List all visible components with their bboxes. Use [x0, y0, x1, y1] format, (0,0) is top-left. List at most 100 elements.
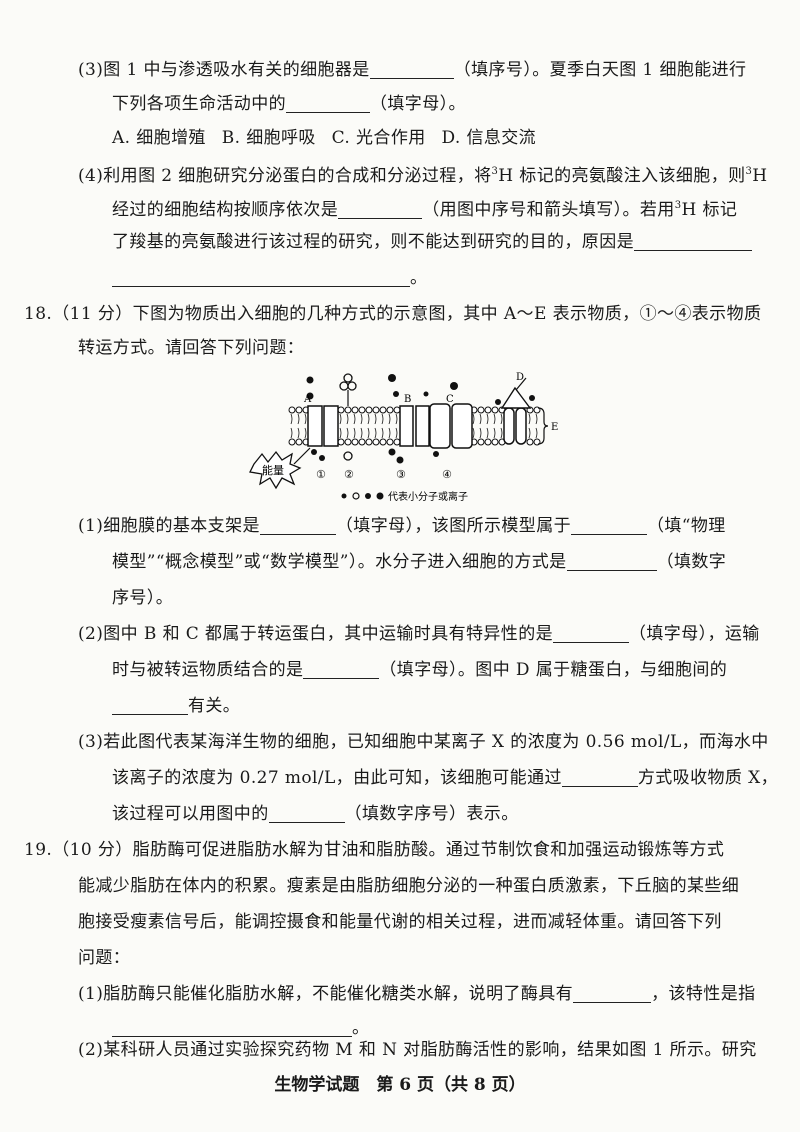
phospholipid-head — [484, 406, 492, 414]
q19-stem-line4: 问题： — [78, 948, 131, 968]
phospholipid-tail — [381, 427, 384, 439]
answer-blank[interactable] — [566, 552, 657, 571]
answer-blank[interactable] — [112, 268, 410, 287]
phospholipid-head — [484, 438, 492, 446]
phospholipid-tail — [346, 427, 349, 439]
glycoprotein-line — [515, 377, 527, 391]
phospholipid-tail — [493, 427, 496, 439]
way-label-3: ③ — [396, 468, 406, 481]
molecule-dot — [433, 451, 439, 457]
channel-protein-b — [399, 405, 414, 447]
phospholipid-tail — [535, 413, 538, 425]
protein-a — [307, 405, 323, 447]
phospholipid-head — [526, 438, 534, 446]
molecule-dot — [393, 391, 399, 397]
energy-arrow — [293, 447, 311, 465]
label-c: C — [446, 394, 454, 405]
phospholipid-head — [372, 406, 380, 414]
answer-blank[interactable] — [369, 60, 454, 79]
energy-label: 能量 — [262, 463, 284, 477]
q19-part1-line2: 。 — [112, 1016, 369, 1040]
membrane-transport-diagram: 能量 A B C D E ① ② ③ ④ 代表小分子或离子 — [249, 372, 558, 503]
page-footer: 生物学试题 第 6 页（共 8 页） — [274, 1075, 526, 1095]
molecule-dot — [388, 374, 396, 382]
answer-blank[interactable] — [561, 768, 638, 787]
answer-blank[interactable] — [553, 624, 629, 643]
phospholipid-head — [477, 438, 485, 446]
q18-part1-line3: 序号）。 — [112, 588, 174, 608]
carrier-protein-c — [429, 403, 451, 449]
q18-part2-line1: (2)图中 B 和 C 都属于转运蛋白，其中运输时具有特异性的是（填字母），运输 — [78, 624, 760, 644]
q18-part1-line2: 模型”“概念模型”或“数学模型”）。水分子进入细胞的方式是（填数字 — [112, 552, 727, 572]
q19-part2-line1: (2)某科研人员通过实验探究药物 M 和 N 对脂肪酶活性的影响，结果如图 1 … — [78, 1040, 757, 1060]
phospholipid-tail — [535, 427, 538, 439]
phospholipid-tail — [528, 413, 531, 425]
q18-part2-line3: 有关。 — [112, 694, 240, 718]
phospholipid-head — [337, 406, 345, 414]
molecule-dot — [388, 448, 396, 456]
answer-blank[interactable] — [573, 984, 652, 1003]
q17-part4-line1: (4)利用图 2 细胞研究分泌蛋白的合成和分泌过程，将3H 标记的亮氨酸注入该细… — [78, 166, 768, 186]
molecule-dot — [311, 449, 317, 455]
choice-c: C. 光合作用 — [331, 128, 426, 148]
answer-blank[interactable] — [112, 1018, 352, 1037]
legend-dot — [341, 493, 347, 499]
phospholipid-head — [351, 406, 359, 414]
phospholipid-tail — [472, 427, 475, 439]
phospholipid-head — [344, 438, 352, 446]
phospholipid-tail — [297, 413, 300, 425]
q19-stem-line2: 能减少脂肪在体内的积累。瘦素是由脂肪细胞分泌的一种蛋白质激素，下丘脑的某些细 — [78, 876, 740, 896]
phospholipid-head — [295, 406, 303, 414]
legend-dot — [376, 492, 384, 500]
phospholipid-tail — [353, 427, 356, 439]
phospholipid-tail — [486, 413, 489, 425]
phospholipid-tail — [395, 427, 398, 439]
answer-blank[interactable] — [259, 516, 336, 535]
phospholipid-head — [295, 438, 303, 446]
phospholipid-tail — [367, 413, 370, 425]
answer-blank[interactable] — [112, 696, 188, 715]
molecule-dot — [450, 382, 458, 390]
phospholipid-head — [393, 406, 401, 414]
answer-blank[interactable] — [268, 804, 345, 823]
phospholipid-tail — [395, 413, 398, 425]
phospholipid-tail — [486, 427, 489, 439]
phospholipid-tail — [346, 413, 349, 425]
phospholipid-tail — [528, 427, 531, 439]
phospholipid-tail — [500, 413, 503, 425]
legend-dot — [365, 493, 371, 499]
channel-protein-b — [415, 405, 430, 447]
phospholipid-tail — [360, 413, 363, 425]
molecule-dot — [306, 392, 314, 400]
phospholipid-tail — [339, 427, 342, 439]
phospholipid-tail — [388, 427, 391, 439]
label-b: B — [404, 394, 411, 405]
phospholipid-tail — [493, 413, 496, 425]
way-label-2: ② — [344, 468, 354, 481]
phospholipid-head — [358, 406, 366, 414]
phospholipid-tail — [290, 413, 293, 425]
way-label-4: ④ — [442, 468, 452, 481]
q17-part3-line2: 下列各项生命活动中的（填字母）。 — [112, 94, 466, 114]
molecule-open — [343, 451, 353, 461]
q18-part2-line2: 时与被转运物质结合的是（填字母）。图中 D 属于糖蛋白，与细胞间的 — [112, 660, 728, 680]
phospholipid-head — [288, 406, 296, 414]
answer-blank[interactable] — [286, 94, 370, 113]
phospholipid-tail — [360, 427, 363, 439]
answer-blank[interactable] — [338, 200, 423, 219]
q19-part1-line1: (1)脂肪酶只能催化脂肪水解，不能催化糖类水解，说明了酶具有，该特性是指 — [78, 984, 756, 1004]
phospholipid-head — [365, 438, 373, 446]
phospholipid-head — [491, 406, 499, 414]
protein — [515, 407, 527, 445]
label-d: D — [516, 372, 524, 383]
phospholipid-tail — [472, 413, 475, 425]
phospholipid-bilayer — [288, 406, 541, 446]
answer-blank[interactable] — [634, 232, 752, 251]
choice-a: A. 细胞增殖 — [112, 128, 206, 148]
answer-blank[interactable] — [571, 516, 647, 535]
phospholipid-tail — [304, 413, 307, 425]
choice-b: B. 细胞呼吸 — [221, 128, 316, 148]
phospholipid-tail — [367, 427, 370, 439]
answer-blank[interactable] — [303, 660, 380, 679]
